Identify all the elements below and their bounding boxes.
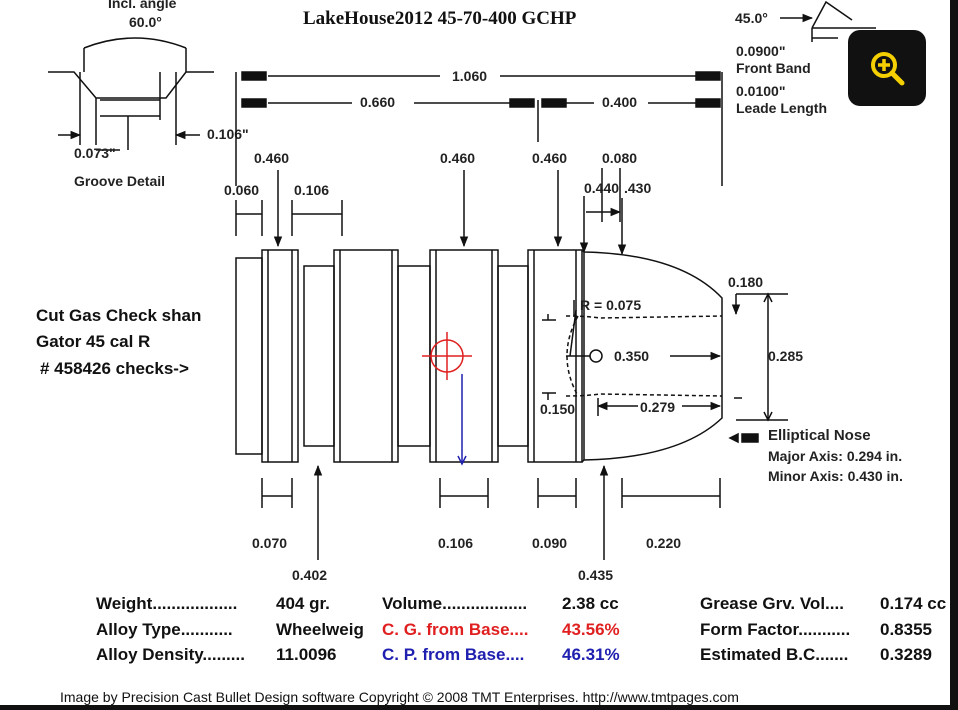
gas-check-line3: # 458426 checks->	[40, 359, 189, 378]
dim-top-430: .430	[624, 180, 651, 196]
form-factor-label: Form Factor...........	[700, 620, 850, 639]
groove-detail	[48, 37, 214, 151]
dim-285: 0.285	[768, 348, 803, 364]
cg-value: 43.56%	[562, 620, 620, 639]
dim-dia1: 0.460	[254, 150, 289, 166]
alloy-type-label: Alloy Type...........	[96, 620, 233, 639]
groove-angle-value: 60.0°	[129, 14, 162, 30]
dim-dia3: 0.460	[532, 150, 567, 166]
cp-value: 46.31%	[562, 645, 620, 664]
gas-check-line1: Cut Gas Check shan	[36, 306, 201, 325]
dim-b402: 0.402	[292, 567, 327, 583]
dim-b070: 0.070	[252, 535, 287, 551]
dim-nose-length: 0.400	[602, 94, 637, 110]
weight-value: 404 gr.	[276, 594, 330, 613]
grease-label: Grease Grv. Vol....	[700, 594, 844, 613]
volume-label: Volume..................	[382, 594, 527, 613]
dim-dia2: 0.460	[440, 150, 475, 166]
bc-label: Estimated B.C.......	[700, 645, 848, 664]
groove-width-bottom: 0.073"	[74, 145, 116, 161]
leade-detail	[780, 0, 876, 42]
alloy-density-value: 11.0096	[276, 645, 337, 664]
nose-minor-axis: Minor Axis: 0.430 in.	[768, 468, 903, 484]
nose-dimensions	[542, 292, 788, 444]
length-dimensions	[235, 71, 723, 186]
frame-edge-bottom	[0, 705, 958, 710]
dim-top-440: 0.440	[584, 180, 619, 196]
dim-groove1: 0.106	[294, 182, 329, 198]
cp-marker	[457, 374, 467, 466]
dim-350: 0.350	[614, 348, 649, 364]
dim-180: 0.180	[728, 274, 763, 290]
frame-edge-right	[950, 0, 958, 710]
nose-major-axis: Major Axis: 0.294 in.	[768, 448, 902, 464]
upper-callouts	[235, 168, 627, 256]
dim-top-080: 0.080	[602, 150, 637, 166]
dim-radius: R = 0.075	[580, 297, 641, 313]
dim-150: 0.150	[540, 401, 575, 417]
leade-angle: 45.0°	[735, 10, 768, 26]
gas-check-line2: Gator 45 cal R	[36, 332, 150, 351]
dim-body-length: 0.660	[360, 94, 395, 110]
dim-overall-length: 1.060	[452, 68, 487, 84]
credit-line: Image by Precision Cast Bullet Design so…	[60, 689, 739, 705]
form-factor-value: 0.8355	[880, 620, 932, 639]
dim-b090: 0.090	[532, 535, 567, 551]
dim-b220: 0.220	[646, 535, 681, 551]
alloy-type-value: Wheelweig	[276, 620, 364, 639]
front-band-label: Front Band	[736, 60, 811, 76]
weight-label: Weight..................	[96, 594, 237, 613]
zoom-in-icon	[871, 52, 905, 86]
grease-value: 0.174 cc	[880, 594, 946, 613]
bottom-dimensions	[261, 464, 721, 560]
drawing-title: LakeHouse2012 45-70-400 GCHP	[303, 8, 577, 29]
dim-b106: 0.106	[438, 535, 473, 551]
cg-label: C. G. from Base....	[382, 620, 528, 639]
cp-label: C. P. from Base....	[382, 645, 524, 664]
bc-value: 0.3289	[880, 645, 932, 664]
nose-title: Elliptical Nose	[768, 427, 871, 444]
leade-length-label: Leade Length	[736, 100, 827, 116]
dim-shank: 0.060	[224, 182, 259, 198]
front-band-value: 0.0900"	[736, 43, 785, 59]
bullet-profile	[235, 249, 723, 463]
volume-value: 2.38 cc	[562, 594, 619, 613]
groove-caption: Groove Detail	[74, 173, 165, 189]
alloy-density-label: Alloy Density.........	[96, 645, 245, 664]
cg-marker	[422, 332, 472, 380]
dim-279: 0.279	[640, 399, 675, 415]
groove-angle-title: Incl. angle	[108, 0, 177, 11]
zoom-button[interactable]	[848, 30, 926, 106]
leade-length-value: 0.0100"	[736, 83, 785, 99]
groove-width-top: 0.106"	[207, 126, 249, 142]
dim-b435: 0.435	[578, 567, 613, 583]
